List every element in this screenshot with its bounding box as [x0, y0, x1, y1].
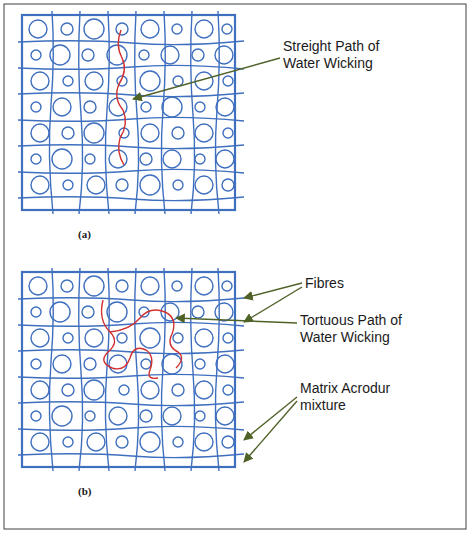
leader-arrow: [244, 401, 297, 462]
straight-wicking-path: [117, 30, 126, 165]
leader-lines: [133, 58, 302, 462]
tortuous-wicking-path: [102, 300, 182, 378]
callout-text: Matrix Acrodur mixture: [300, 380, 418, 414]
leader-arrow: [176, 318, 297, 323]
leader-arrow: [244, 287, 302, 322]
leader-arrow: [244, 397, 297, 440]
composite-tortuous: [18, 268, 244, 471]
callout-text: Streight Path of Water Wicking: [283, 38, 418, 72]
figure-frame: [4, 4, 466, 529]
panel-label: (b): [78, 485, 118, 498]
callout-text: Fibres: [305, 275, 425, 292]
leader-arrow: [244, 283, 302, 298]
panel-label: (a): [78, 228, 118, 241]
leader-arrow: [133, 58, 280, 99]
callout-text: Tortuous Path of Water Wicking: [300, 312, 435, 346]
composite-straight: [18, 11, 244, 214]
